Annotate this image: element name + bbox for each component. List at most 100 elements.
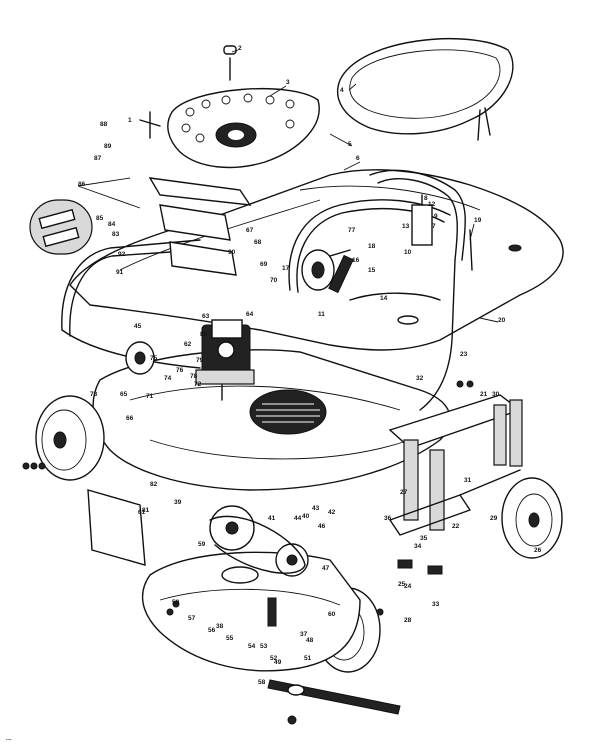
callout-26: 26 [534,547,542,554]
callout-91: 91 [116,269,124,276]
callout-27: 27 [400,489,408,496]
callout-23: 23 [460,351,468,358]
callout-83: 83 [112,231,120,238]
callout-71: 71 [146,393,154,400]
callout-36: 36 [384,515,392,522]
vent-grille [249,389,327,435]
mower-deck [141,505,361,672]
callout-85: 85 [96,215,104,222]
callout-87: 87 [94,155,102,162]
callout-43: 43 [312,505,320,512]
callout-56: 56 [208,627,216,634]
levers [309,194,473,294]
callout-86: 86 [78,181,86,188]
brackets-left [29,177,252,276]
callout-68: 68 [254,239,262,246]
callout-42: 42 [328,509,336,516]
callout-74: 74 [164,375,172,382]
callout-41: 41 [268,515,276,522]
callout-44: 44 [294,515,302,522]
callout-2: 2 [238,45,242,52]
callout-69: 69 [260,261,268,268]
callout-1: 1 [128,117,132,124]
callout-4: 4 [340,87,344,94]
callout-38: 38 [216,623,224,630]
callout-labels: 1234567891011121314151617181920212223242… [78,45,542,686]
wheel-rear-right [501,477,563,559]
belt-guard [87,489,146,566]
callout-11: 11 [318,311,325,318]
callout-9: 9 [434,213,438,220]
callout-90: 90 [228,249,236,256]
callout-29: 29 [490,515,498,522]
callout-81: 81 [142,507,150,514]
callout-80: 80 [200,331,208,338]
side-pulley [125,341,155,375]
callout-14: 14 [380,295,388,302]
callout-48: 48 [306,637,314,644]
callout-59: 59 [198,541,206,548]
callout-12: 12 [428,201,436,208]
callout-45: 45 [134,323,142,330]
callout-22: 22 [452,523,460,530]
callout-66: 66 [126,415,134,422]
callout-54: 54 [248,643,256,650]
callout-3: 3 [286,79,290,86]
engine [195,319,255,401]
callout-18: 18 [368,243,376,250]
callout-10: 10 [404,249,412,256]
callout-79: 79 [196,357,204,364]
callout-35: 35 [420,535,428,542]
callout-6: 6 [356,155,360,162]
callout-8: 8 [424,195,428,202]
callout-52: 52 [270,655,278,662]
callout-7: 7 [432,223,436,230]
callout-50: 50 [172,599,180,606]
callout-33: 33 [432,601,440,608]
callout-61: 61 [138,509,146,516]
callout-76: 76 [176,367,184,374]
seat-pan [167,45,320,169]
callout-92: 92 [118,251,126,258]
callout-67: 67 [246,227,254,234]
hardware [22,111,474,725]
callout-65: 65 [120,391,128,398]
callout-77: 77 [348,227,356,234]
callout-55: 55 [226,635,234,642]
callout-57: 57 [188,615,196,622]
callout-21: 21 [480,391,488,398]
callout-72: 72 [194,381,202,388]
drive-pulley-right [301,249,335,291]
callout-89: 89 [104,143,112,150]
callout-13: 13 [402,223,410,230]
callout-40: 40 [302,513,310,520]
seat-cushion [336,37,514,141]
callout-30: 30 [492,391,500,398]
mower-blade [267,679,401,715]
callout-88: 88 [100,121,108,128]
leader-lines [77,49,499,323]
callout-24: 24 [404,583,412,590]
callout-63: 63 [202,313,210,320]
callout-37: 37 [300,631,308,638]
callout-58: 58 [258,679,266,686]
callout-5: 5 [348,141,352,148]
callout-32: 32 [416,375,424,382]
callout-73: 73 [90,391,98,398]
callout-34: 34 [414,543,422,550]
callout-39: 39 [174,499,182,506]
callout-49: 49 [274,659,282,666]
callout-16: 16 [352,257,360,264]
callout-64: 64 [246,311,254,318]
callout-19: 19 [474,217,482,224]
wheel-front-left [35,395,105,481]
callout-15: 15 [368,267,376,274]
callout-17: 17 [282,265,290,272]
callout-78: 78 [190,373,198,380]
callout-53: 53 [260,643,268,650]
callout-25: 25 [398,581,406,588]
footer-mark: .... [6,736,12,742]
callout-28: 28 [404,617,412,624]
callout-75: 75 [150,355,158,362]
